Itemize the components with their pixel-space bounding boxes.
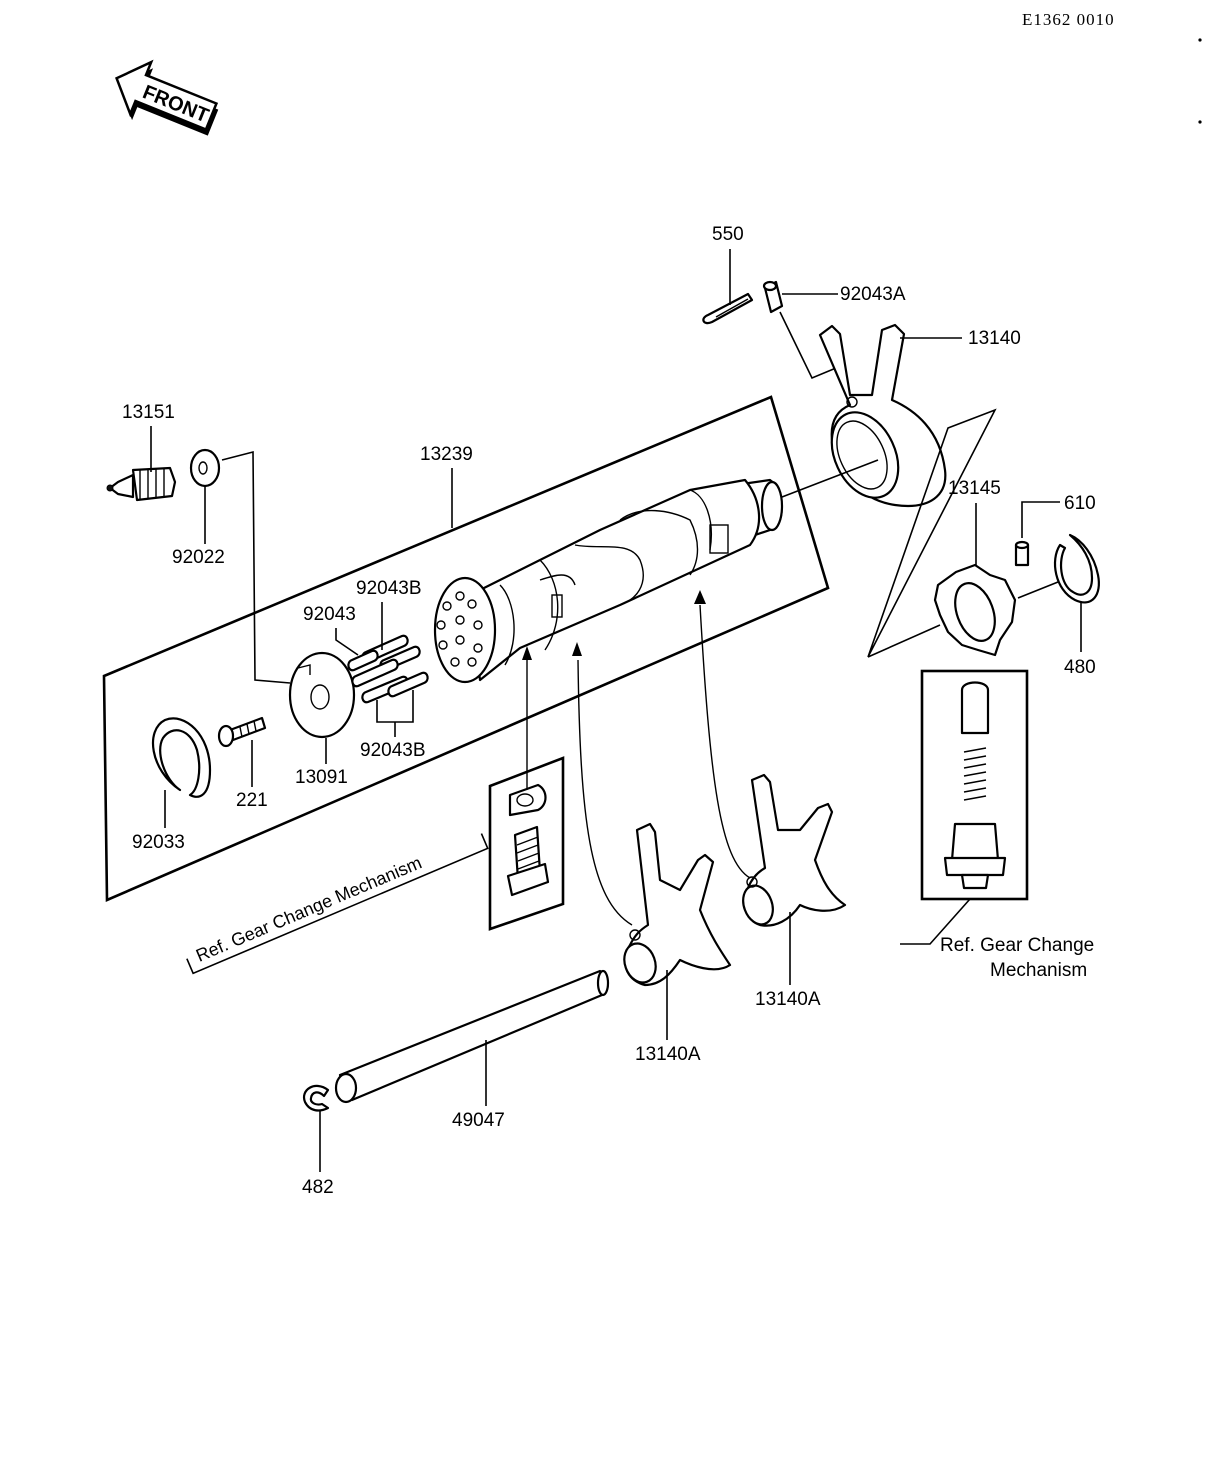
- circlip-480: [1053, 533, 1100, 604]
- ref-right-line1: Ref. Gear Change: [940, 935, 1094, 956]
- drum-assembly-frame: [102, 395, 830, 902]
- label-221: 221: [236, 790, 268, 811]
- cotter-pin-550: [702, 292, 754, 325]
- ref-left-text: Ref. Gear Change Mechanism: [193, 852, 425, 965]
- pin-92043A: [762, 280, 784, 314]
- shift-fork-13140: [818, 323, 947, 508]
- pin-610: [1014, 540, 1030, 567]
- label-92043: 92043: [303, 604, 356, 625]
- detent-box-left: [488, 756, 565, 931]
- washer-92022: [189, 448, 221, 488]
- shift-fork-13140A-right: [742, 773, 847, 927]
- pins-92043: [347, 634, 429, 704]
- label-13091: 13091: [295, 767, 348, 788]
- screw-221: [217, 716, 267, 748]
- drum-plate: [288, 651, 356, 739]
- detent-parts-left: [506, 783, 550, 897]
- label-92022: 92022: [172, 547, 225, 568]
- shift-drum: [433, 478, 784, 684]
- label-482: 482: [302, 1177, 334, 1198]
- label-13145: 13145: [948, 478, 1001, 499]
- label-13140: 13140: [968, 328, 1021, 349]
- label-92043A: 92043A: [840, 284, 906, 305]
- label-13239: 13239: [420, 444, 473, 465]
- star-cam-13145: [933, 563, 1017, 657]
- star-cam-frame: [867, 408, 997, 658]
- shift-fork-13140A-left: [623, 822, 732, 987]
- label-92043B-bottom: 92043B: [360, 740, 426, 761]
- detent-parts-right: [943, 681, 1007, 890]
- diagram-code: E1362 0010: [1022, 10, 1115, 29]
- circlip-92033: [151, 717, 212, 798]
- label-550: 550: [712, 224, 744, 245]
- ref-right-line2: Mechanism: [990, 960, 1087, 981]
- front-arrow-icon: FRONT: [115, 59, 219, 136]
- label-92043B-top: 92043B: [356, 578, 422, 599]
- detent-box-right: [920, 669, 1029, 901]
- label-13151: 13151: [122, 402, 175, 423]
- label-13140A-right: 13140A: [755, 989, 821, 1010]
- e-clip-482: [302, 1084, 330, 1112]
- label-480: 480: [1064, 657, 1096, 678]
- label-13140A-left: 13140A: [635, 1044, 701, 1065]
- label-610: 610: [1064, 493, 1096, 514]
- fork-shaft-49047: [334, 969, 610, 1104]
- label-49047: 49047: [452, 1110, 505, 1131]
- neutral-switch: [106, 466, 177, 502]
- label-92033: 92033: [132, 832, 185, 853]
